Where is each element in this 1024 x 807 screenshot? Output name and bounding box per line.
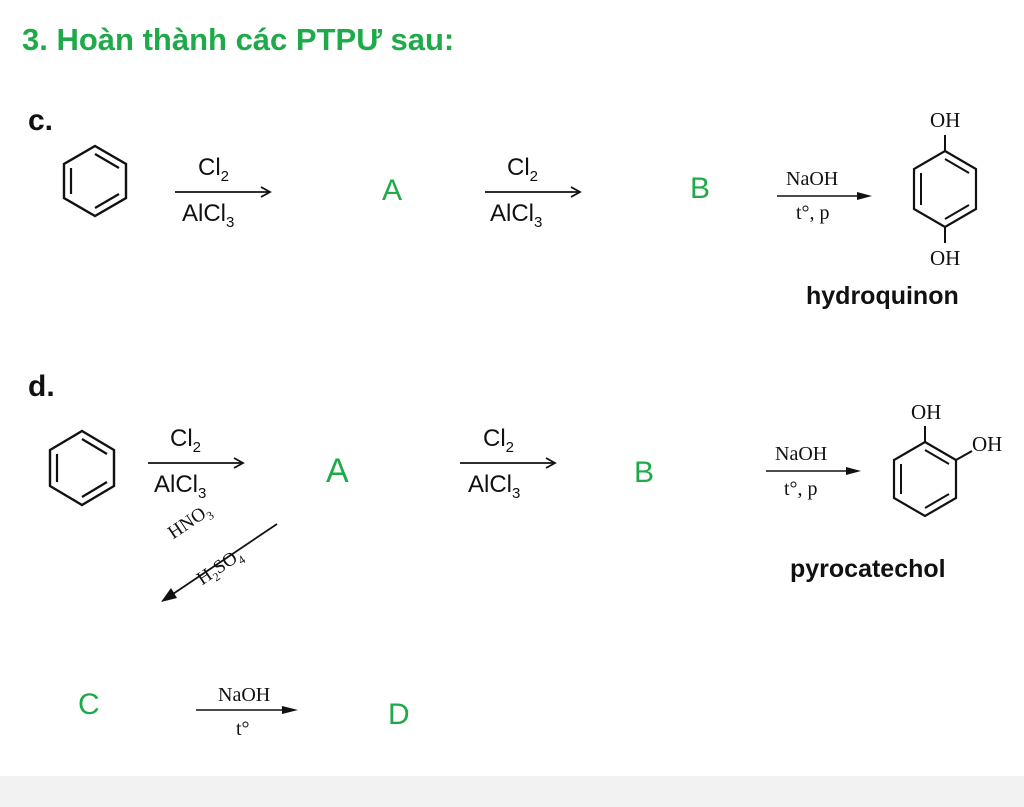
hydroquinone-oh-top: OH — [930, 108, 961, 132]
pyrocatechol-oh-1: OH — [911, 400, 942, 424]
reagent-naoh-c: NaOH — [786, 168, 839, 190]
pyrocatechol-structure — [892, 426, 973, 518]
part-c-label: c. — [28, 104, 54, 137]
benzene-reactant-d — [48, 429, 116, 507]
compound-A-c: A — [382, 174, 403, 207]
condition-temp-cd: t° — [236, 718, 250, 740]
reaction-arrow-c3 — [777, 192, 872, 200]
page-title: 3. Hoàn thành các PTPƯ sau: — [22, 22, 455, 57]
bottom-bar — [0, 776, 1024, 807]
product-name-pyrocatechol: pyrocatechol — [790, 555, 946, 583]
compound-B-d: B — [634, 456, 655, 489]
condition-temp-pressure-c: t°, p — [796, 202, 830, 224]
compound-C: C — [78, 688, 100, 721]
compound-A-d: A — [326, 452, 349, 490]
reagent-alcl3-d1: AlCl3 — [154, 471, 207, 502]
reagent-cl2-d2: Cl2 — [483, 425, 515, 456]
reaction-arrow-d3 — [766, 467, 861, 475]
reaction-arrow-nitration — [161, 523, 278, 602]
condition-temp-pressure-d: t°, p — [784, 478, 818, 500]
benzene-reactant-c — [62, 144, 128, 218]
reaction-arrow-d1 — [148, 457, 245, 469]
pyrocatechol-oh-2: OH — [972, 432, 1003, 456]
hydroquinone-oh-bottom: OH — [930, 246, 961, 270]
reagent-cl2-d1: Cl2 — [170, 425, 202, 456]
reagent-alcl3-c1: AlCl3 — [182, 200, 235, 231]
reagent-cl2-c2: Cl2 — [507, 154, 539, 185]
reagent-alcl3-d2: AlCl3 — [468, 471, 521, 502]
compound-D: D — [388, 698, 410, 731]
reagent-cl2-c1: Cl2 — [198, 154, 230, 185]
reagent-naoh-cd: NaOH — [218, 684, 271, 706]
reaction-arrow-c2 — [485, 186, 582, 198]
reagent-alcl3-c2: AlCl3 — [490, 200, 543, 231]
compound-B-c: B — [690, 172, 711, 205]
part-d-label: d. — [28, 370, 55, 403]
reaction-arrow-d2 — [460, 457, 557, 469]
reaction-arrow-cd — [196, 706, 298, 714]
reagent-naoh-d: NaOH — [775, 443, 828, 465]
product-name-hydroquinon: hydroquinon — [806, 282, 959, 310]
reaction-arrow-c1 — [175, 186, 272, 198]
hydroquinone-structure — [912, 135, 978, 243]
